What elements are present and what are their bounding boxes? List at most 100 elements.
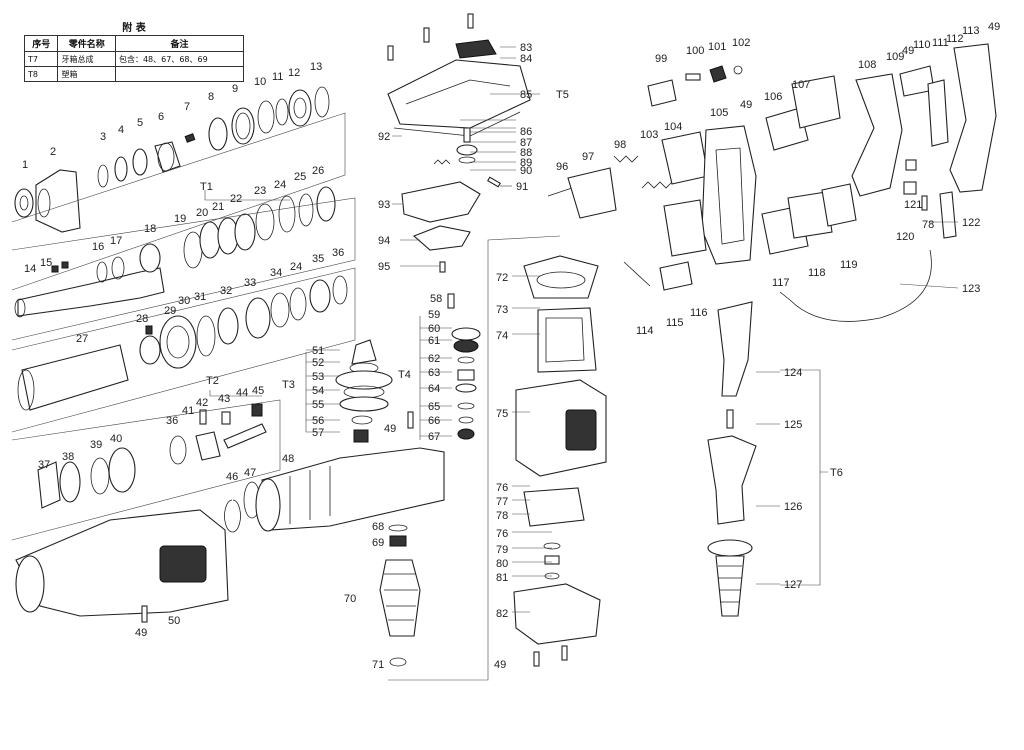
part-label: 49 [740, 99, 752, 111]
part-label: 119 [840, 259, 858, 271]
part-56-ring [351, 415, 373, 425]
part-label: 77 [496, 496, 508, 508]
part-label: 52 [312, 357, 324, 369]
part-8-ring [208, 117, 228, 151]
part-label: 32 [220, 285, 232, 297]
part-label: 21 [212, 201, 224, 213]
part-label: 36 [166, 415, 178, 427]
part-label: 124 [784, 367, 802, 379]
part-124-strap [717, 301, 753, 397]
part-label: 123 [962, 283, 980, 295]
part-69-bearing [389, 535, 407, 547]
part-68-ring [388, 524, 408, 532]
part-label: 53 [312, 371, 324, 383]
part-28b-ring [139, 335, 161, 365]
part-113-handle-half [949, 43, 997, 193]
part-7-pin [184, 133, 196, 143]
part-label: 97 [582, 151, 594, 163]
handle-section [547, 43, 997, 322]
part-88-gear [456, 144, 478, 156]
part-104-cover [661, 131, 709, 185]
part-label: 89 [520, 157, 532, 169]
part-label: 46 [226, 471, 238, 483]
table-cell [114, 66, 245, 82]
part-19-ring [183, 231, 203, 269]
part-label: 37 [38, 459, 50, 471]
part-label: 34 [270, 267, 282, 279]
part-93-bracket [401, 181, 481, 223]
part-label: 68 [372, 521, 384, 533]
part-label: 23 [254, 185, 266, 197]
part-46-ring [224, 499, 241, 533]
table-cell: T8 [23, 66, 59, 82]
part-105-main-handle [701, 125, 757, 265]
part-106-pad [765, 107, 809, 151]
part-label: 49 [384, 423, 396, 435]
part-58-screw [447, 293, 455, 309]
part-label: 102 [732, 37, 750, 49]
part-12-bearing [288, 89, 312, 127]
part-89b-spring [433, 159, 451, 165]
top-cover-column [387, 13, 531, 273]
part-22-ring [234, 213, 256, 251]
part-label: 24 [274, 179, 286, 191]
part-label: 92 [378, 131, 390, 143]
part-label: T3 [282, 379, 295, 391]
part-20-ring [199, 221, 221, 259]
part-13-ring [314, 86, 330, 118]
part-60-gear [451, 327, 481, 341]
part-label: 74 [496, 330, 508, 342]
part-121-block [905, 159, 917, 171]
part-label: 62 [428, 353, 440, 365]
part-label: 27 [76, 333, 88, 345]
part-label: 50 [168, 615, 180, 627]
part-15-ball [51, 265, 59, 273]
gear-case-48 [255, 447, 445, 532]
part-85-top-cover [387, 59, 531, 129]
part-14-spindle [17, 267, 165, 317]
part-label: 3 [100, 131, 106, 143]
part-120-block [903, 181, 917, 195]
part-17-ring [111, 256, 125, 280]
part-label: 20 [196, 207, 208, 219]
part-label: 15 [40, 257, 52, 269]
part-100-part [685, 73, 701, 81]
part-2-nose-cap [35, 169, 81, 233]
part-label: 118 [808, 267, 826, 279]
part-label: 4 [118, 124, 124, 136]
part-label: 49 [135, 627, 147, 639]
part-95-screw [439, 261, 446, 273]
part-98-spring [613, 155, 639, 163]
part-49c-screw [533, 651, 540, 667]
part-label: 58 [430, 293, 442, 305]
part-label: 40 [110, 433, 122, 445]
part-label: 107 [792, 79, 810, 91]
part-72-baffle [523, 255, 599, 299]
part-91-pin [487, 176, 501, 188]
part-26-ring [316, 186, 336, 222]
part-label: 113 [962, 25, 980, 37]
part-label: 33 [244, 277, 256, 289]
part-35-bearing [309, 279, 331, 313]
part-label: 56 [312, 415, 324, 427]
part-31-ring [196, 315, 216, 357]
part-24b-ring [289, 287, 307, 321]
part-11-ring [275, 98, 289, 126]
part-label: 43 [218, 393, 230, 405]
row-1-frame [11, 112, 346, 291]
part-101-nut [709, 65, 727, 83]
part-94-linkage [412, 225, 471, 251]
part-label: 5 [137, 117, 143, 129]
part-label: 84 [520, 53, 532, 65]
part-label: 114 [636, 325, 654, 337]
t6-bracket [780, 369, 821, 586]
part-label: 103 [640, 129, 658, 141]
part-34-ring [270, 292, 290, 328]
part-16-ring [96, 261, 108, 283]
part-label: 122 [962, 217, 980, 229]
part-label: 81 [496, 572, 508, 584]
part-123-cord [779, 249, 932, 322]
part-label: 111 [932, 37, 949, 49]
part-label: 28 [136, 313, 148, 325]
part-33-spring [245, 297, 271, 339]
